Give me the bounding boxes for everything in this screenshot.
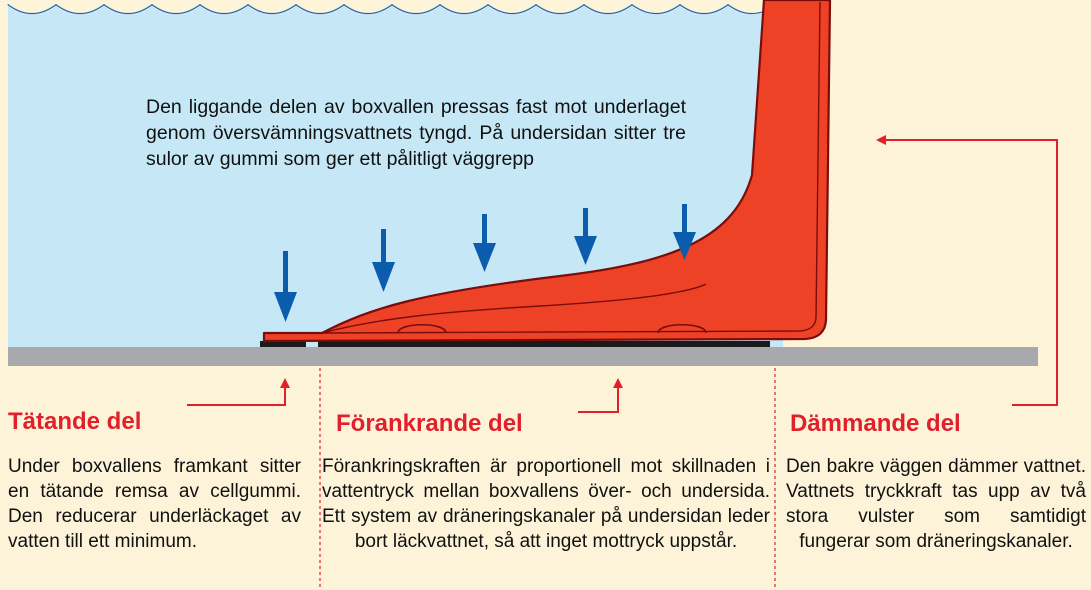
pressure-arrows bbox=[274, 204, 696, 322]
pressure-arrow-1 bbox=[274, 251, 297, 322]
intro-text: Den liggande delen av boxvallen pressas … bbox=[146, 96, 686, 170]
sealing-description: Under boxvallens framkant sitter en täta… bbox=[8, 456, 301, 552]
leader-arrow-damming bbox=[876, 135, 1058, 406]
barrier-inner-contour bbox=[321, 283, 707, 334]
ground bbox=[8, 347, 1038, 366]
box-barrier bbox=[262, 0, 832, 343]
damming-description: Den bakre väggen dämmer vattnet. Vattnet… bbox=[786, 456, 1086, 552]
leader-arrow-anchoring bbox=[578, 378, 623, 413]
sealing-strip bbox=[260, 341, 306, 347]
base-plate bbox=[318, 341, 770, 347]
rubber-bulge-2 bbox=[657, 324, 707, 334]
heading-anchoring: Förankrande del bbox=[336, 410, 523, 437]
leader-arrow-sealing bbox=[187, 378, 290, 406]
pressure-arrow-5 bbox=[673, 204, 696, 260]
heading-sealing: Tätande del bbox=[8, 408, 142, 435]
pressure-arrow-4 bbox=[574, 208, 597, 265]
pressure-arrow-2 bbox=[372, 229, 395, 292]
anchoring-description: Förankringskraften är proportionell mot … bbox=[322, 456, 770, 552]
heading-damming: Dämmande del bbox=[790, 410, 961, 437]
pressure-arrow-3 bbox=[473, 214, 496, 272]
rubber-bulge-1 bbox=[397, 324, 447, 334]
